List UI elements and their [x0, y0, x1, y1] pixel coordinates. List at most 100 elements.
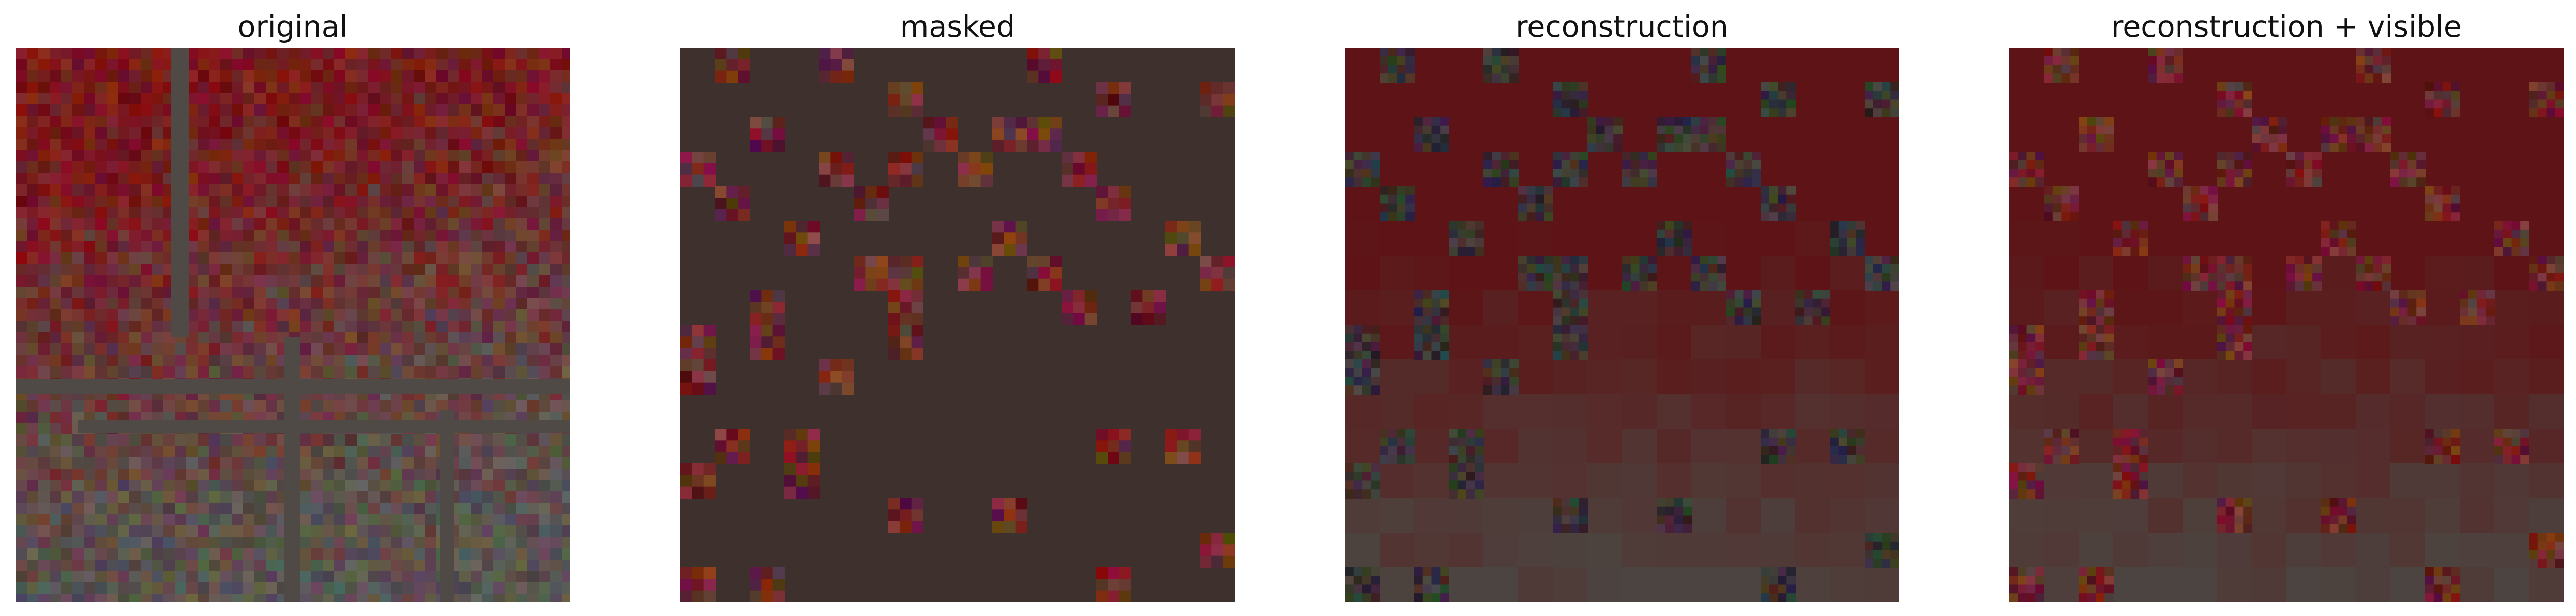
patch — [2356, 125, 2365, 135]
patch — [2018, 169, 2027, 178]
visible-patch — [1119, 209, 1131, 221]
patch — [1630, 281, 1640, 291]
visible-patch — [738, 70, 750, 83]
patch — [2009, 152, 2019, 161]
patch — [1761, 194, 1770, 204]
patch — [1778, 212, 1787, 221]
patch — [2122, 489, 2131, 499]
patch — [1353, 463, 1363, 473]
patch — [1630, 177, 1640, 187]
patch — [1804, 316, 1813, 325]
visible-patch — [830, 174, 843, 187]
patch — [2442, 82, 2452, 92]
patch — [2096, 342, 2105, 352]
visible-patch — [992, 509, 1005, 522]
patch — [2052, 56, 2062, 66]
patch — [2451, 212, 2460, 221]
patch — [1665, 498, 1675, 507]
patch — [2425, 455, 2434, 464]
patch — [1708, 256, 1718, 265]
patch — [1674, 134, 1684, 144]
patch — [2087, 351, 2097, 360]
panel-title: masked — [900, 10, 1016, 44]
visible-patch — [865, 198, 877, 210]
patch — [2217, 506, 2226, 516]
patch — [2425, 203, 2434, 213]
visible-patch — [865, 278, 877, 291]
visible-patch — [807, 452, 820, 464]
visible-patch — [1165, 244, 1178, 256]
patch — [2234, 316, 2244, 325]
patch — [1483, 65, 1493, 74]
visible-patch — [1096, 567, 1109, 580]
patch — [1501, 48, 1510, 57]
patch — [1457, 472, 1467, 482]
patch — [1596, 134, 1605, 144]
patch — [1579, 152, 1588, 161]
visible-patch — [888, 105, 901, 117]
patch — [1769, 593, 1779, 602]
visible-patch — [888, 302, 901, 314]
patch — [1362, 333, 1372, 343]
patch — [2312, 160, 2322, 170]
patch — [2225, 152, 2235, 161]
patch — [2329, 524, 2339, 533]
visible-patch — [703, 348, 716, 360]
patch — [2079, 584, 2088, 594]
patch — [1553, 524, 1562, 533]
patch — [2104, 125, 2114, 135]
patch — [1726, 152, 1735, 161]
patch — [1579, 99, 1588, 109]
patch — [2304, 169, 2313, 178]
patch — [2546, 99, 2556, 109]
patch — [1665, 515, 1675, 525]
visible-patch — [796, 440, 808, 453]
visible-patch — [680, 336, 693, 349]
patch — [2260, 134, 2270, 144]
patch — [2347, 506, 2356, 516]
patch — [1734, 169, 1744, 178]
visible-patch — [1177, 221, 1189, 233]
visible-patch — [1027, 70, 1039, 83]
patch — [1414, 576, 1423, 585]
visible-patch — [1015, 244, 1027, 256]
visible-patch — [703, 475, 716, 487]
visible-patch — [750, 348, 762, 360]
patch — [2260, 143, 2270, 152]
visible-patch — [888, 278, 901, 291]
patch — [2122, 247, 2131, 256]
patch — [2130, 472, 2140, 482]
patch — [1518, 203, 1527, 213]
original-image — [16, 48, 570, 602]
visible-patch — [703, 174, 716, 187]
patch — [2165, 385, 2175, 395]
patch — [2217, 160, 2226, 170]
patch — [1526, 264, 1536, 274]
patch — [1466, 437, 1476, 447]
patch — [1535, 186, 1545, 196]
visible-patch — [1142, 290, 1155, 303]
visible-patch — [1108, 198, 1120, 210]
patch — [1717, 125, 1726, 135]
patch — [2451, 429, 2460, 438]
patch — [2399, 169, 2408, 178]
patch — [2442, 576, 2452, 585]
patch — [1561, 264, 1571, 274]
patch — [2373, 56, 2383, 66]
patch — [2442, 99, 2452, 109]
patch — [1630, 160, 1640, 170]
visible-patch — [900, 325, 912, 337]
patch — [2122, 429, 2131, 438]
patch — [2329, 506, 2339, 516]
patch — [2130, 429, 2140, 438]
patch — [1856, 446, 1865, 456]
patch — [1700, 143, 1709, 152]
patch — [1380, 48, 1389, 57]
patch — [2234, 333, 2244, 343]
patch — [2018, 385, 2027, 395]
patch — [2433, 584, 2443, 594]
patch — [1579, 515, 1588, 525]
patch — [1553, 290, 1562, 299]
patch — [1743, 316, 1753, 325]
patch — [2044, 446, 2053, 456]
